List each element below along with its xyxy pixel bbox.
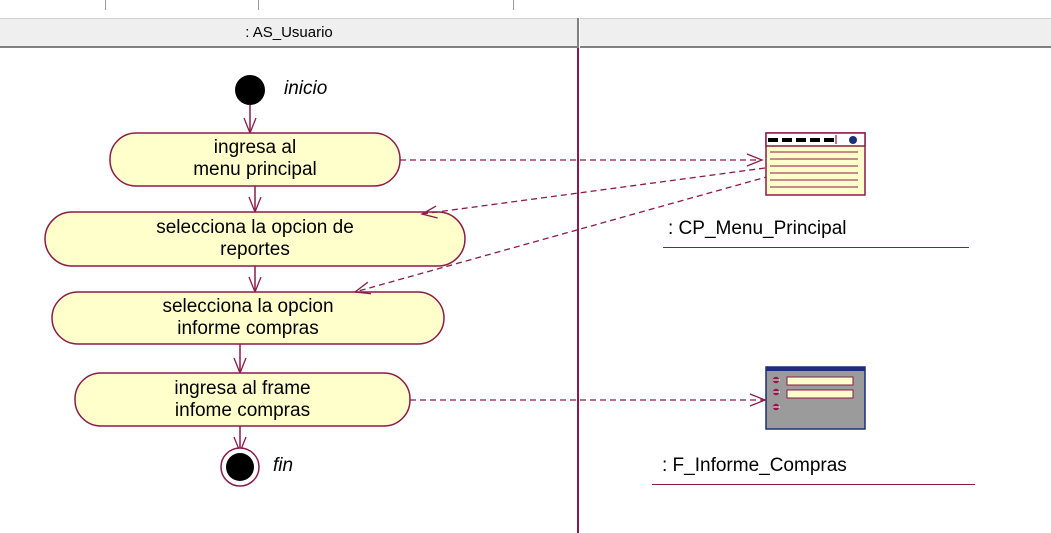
swimlane-header-usuario[interactable]: : AS_Usuario	[0, 18, 578, 48]
activity-text: selecciona la opcion informe compras	[52, 296, 444, 340]
object-flow-arrow[interactable]	[353, 175, 771, 295]
activity-text: ingresa al menu principal	[110, 137, 400, 181]
ruler-tick	[105, 0, 106, 10]
activity-line: selecciona la opcion	[162, 296, 334, 317]
activity-text: selecciona la opcion de reportes	[45, 217, 465, 261]
ruler-tick	[258, 0, 259, 10]
object-label-informe-compras: : F_Informe_Compras	[662, 455, 847, 476]
activity-line: infome compras	[174, 400, 311, 421]
start-label: inicio	[284, 78, 328, 99]
ruler-tick	[513, 0, 514, 10]
activity-line: reportes	[220, 239, 290, 260]
object-underline	[663, 247, 969, 248]
activity-selecciona-informe[interactable]	[51, 291, 445, 345]
activity-line: informe compras	[177, 318, 319, 339]
top-ruler	[0, 0, 1051, 16]
window-form-icon[interactable]	[765, 132, 866, 196]
activity-line: menu principal	[193, 159, 317, 180]
activity-line: ingresa al	[213, 137, 297, 158]
object-label-menu-principal: : CP_Menu_Principal	[668, 218, 847, 239]
object-underline	[652, 484, 975, 485]
activity-text: ingresa al frame infome compras	[75, 378, 410, 422]
activity-line: selecciona la opcion de	[156, 217, 354, 238]
swimlane-header-divider	[577, 18, 579, 48]
frame-form-icon[interactable]	[765, 366, 866, 430]
start-node[interactable]	[235, 75, 265, 105]
end-label: fin	[273, 455, 294, 476]
swimlane-divider	[577, 48, 579, 533]
swimlane-header-objects[interactable]	[580, 18, 1051, 48]
swimlane-title: : AS_Usuario	[245, 24, 333, 41]
activity-selecciona-reportes[interactable]	[44, 211, 466, 267]
activity-line: ingresa al frame	[174, 378, 311, 399]
object-flow-arrow[interactable]	[420, 167, 766, 219]
